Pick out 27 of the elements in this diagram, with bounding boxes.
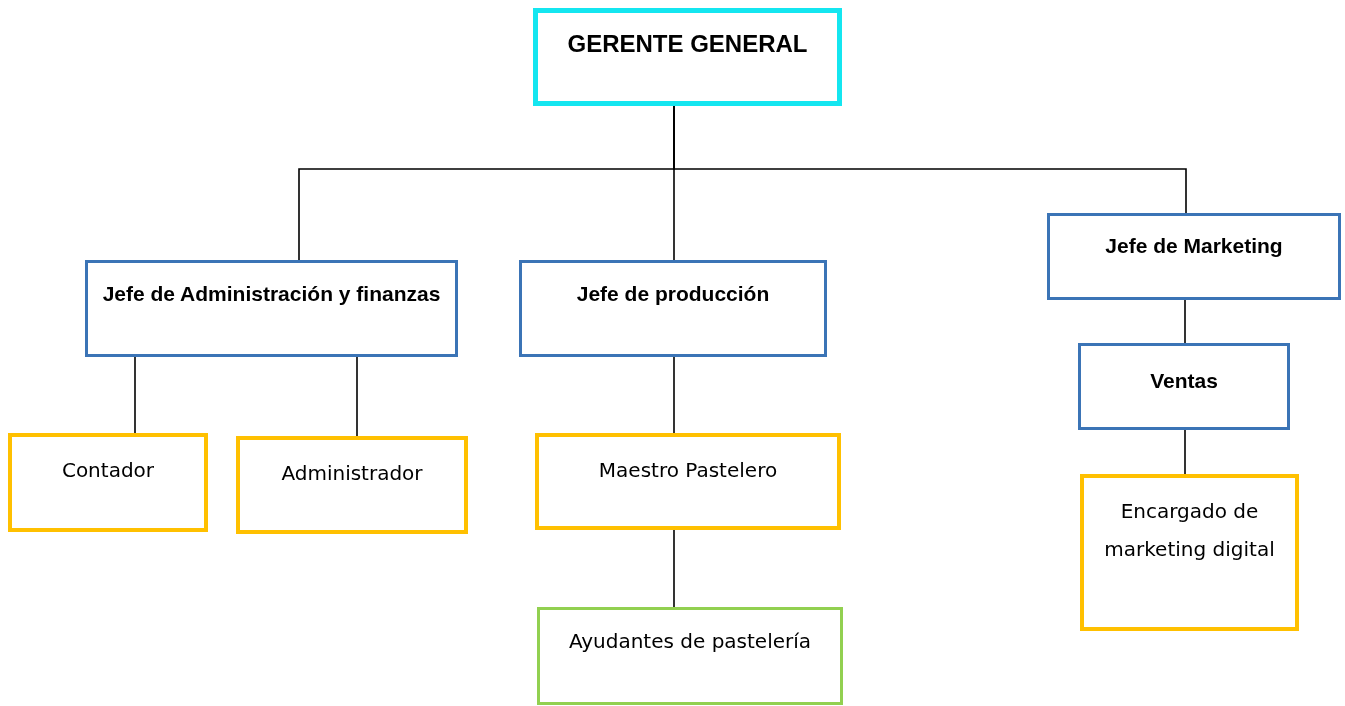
role-title: Encargado de marketing digital — [1103, 498, 1276, 563]
org-box — [1080, 474, 1299, 631]
org-box — [537, 607, 843, 705]
connector-line — [1184, 429, 1186, 475]
role-title: GERENTE GENERAL — [567, 29, 808, 59]
org-box — [519, 260, 827, 357]
role-title: Administrador — [281, 460, 423, 487]
role-title: Maestro Pastelero — [598, 457, 778, 484]
role-title: Jefe de producción — [576, 281, 770, 307]
org-box — [1078, 343, 1290, 430]
role-title: Jefe de Marketing — [1105, 233, 1283, 259]
org-box — [85, 260, 458, 357]
org-box — [8, 433, 208, 532]
org-box — [535, 433, 841, 530]
connector-line — [673, 529, 675, 608]
org-box — [236, 436, 468, 534]
role-title: Contador — [61, 457, 155, 484]
connector-line — [673, 356, 675, 434]
role-title: Ayudantes de pastelería — [568, 628, 812, 655]
connector-line — [673, 105, 1187, 214]
org-box — [1047, 213, 1341, 300]
role-title: Ventas — [1150, 368, 1218, 394]
connector-line — [356, 356, 358, 437]
connector-line — [1184, 299, 1186, 344]
org-box — [533, 8, 842, 106]
role-title: Jefe de Administración y finanzas — [102, 281, 441, 307]
connector-line — [134, 356, 136, 434]
